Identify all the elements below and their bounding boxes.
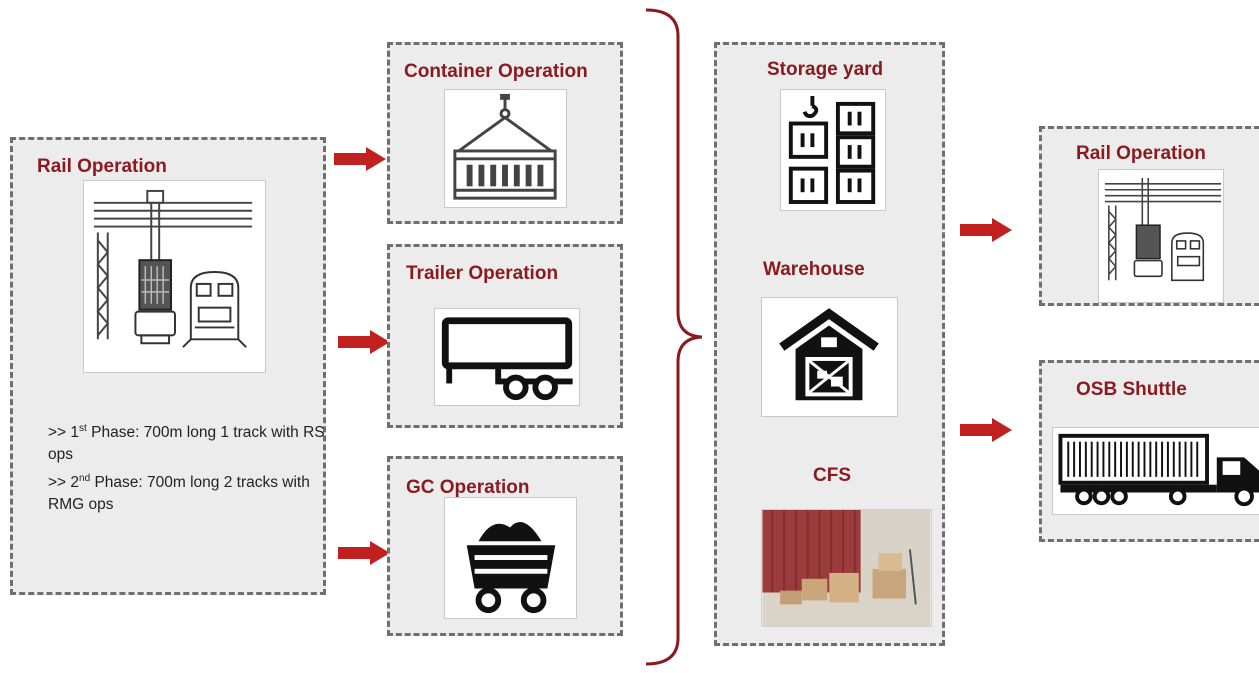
rail-operation-output-image [1098, 169, 1224, 303]
trailer-icon [441, 317, 573, 401]
warehouse-icon [779, 308, 879, 401]
phase-1-note: >> 1st Phase: 700m long 1 track with RS … [48, 423, 325, 464]
rail-operation-output-panel: Rail Operation [1039, 126, 1259, 306]
gc-operation-image [444, 497, 577, 619]
container-truck-icon [1058, 433, 1259, 507]
cfs-title: CFS [813, 465, 851, 486]
container-operation-image [444, 89, 567, 208]
phase-2-note: >> 2nd Phase: 700m long 2 tracks with RM… [48, 473, 310, 514]
warehouse-image [761, 297, 898, 417]
arrow-to-container [334, 147, 386, 171]
arrow-to-osb-shuttle [960, 418, 1012, 442]
container-operation-title: Container Operation [404, 61, 588, 82]
trailer-operation-image [434, 308, 580, 406]
arrow-to-gc [338, 541, 390, 565]
trailer-operation-title: Trailer Operation [406, 263, 559, 284]
arrow-to-trailer [338, 330, 390, 354]
rail-operation-output-title: Rail Operation [1076, 143, 1206, 164]
cfs-image [761, 509, 932, 627]
cfs-photo [762, 510, 931, 626]
gc-operation-title: GC Operation [406, 477, 530, 498]
container-crane-icon [453, 93, 557, 200]
container-operation-panel: Container Operation [387, 42, 623, 224]
rail-crane-icon [93, 189, 253, 348]
storage-yard-image [780, 89, 886, 211]
rail-crane-icon-small [1104, 177, 1222, 282]
osb-shuttle-panel: OSB Shuttle [1039, 360, 1259, 542]
arrow-to-rail-output [960, 218, 1012, 242]
rail-crane-image [83, 180, 266, 373]
storage-yard-icon [788, 96, 876, 204]
grouping-brace [640, 6, 710, 668]
storage-panel: Storage yard Warehouse [714, 42, 945, 646]
rail-operation-panel: Rail Operation [10, 137, 326, 595]
rail-operation-title: Rail Operation [37, 156, 167, 177]
osb-shuttle-image [1052, 427, 1259, 515]
storage-yard-title: Storage yard [767, 59, 884, 80]
warehouse-title: Warehouse [763, 259, 865, 280]
phase-notes: >> 1st Phase: 700m long 1 track with RS … [48, 418, 328, 516]
trailer-operation-panel: Trailer Operation [387, 244, 623, 428]
osb-shuttle-title: OSB Shuttle [1076, 379, 1187, 400]
coal-cart-icon [466, 522, 556, 614]
gc-operation-panel: GC Operation [387, 456, 623, 636]
